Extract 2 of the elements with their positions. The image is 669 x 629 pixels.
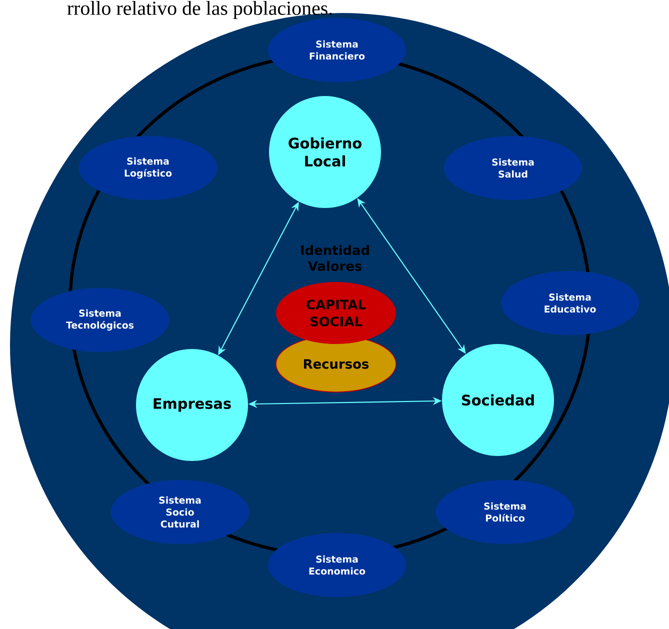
- heading-fragment: rrollo relativo de las poblaciones.: [67, 0, 332, 20]
- center-label: Identidad Valores: [301, 245, 369, 271]
